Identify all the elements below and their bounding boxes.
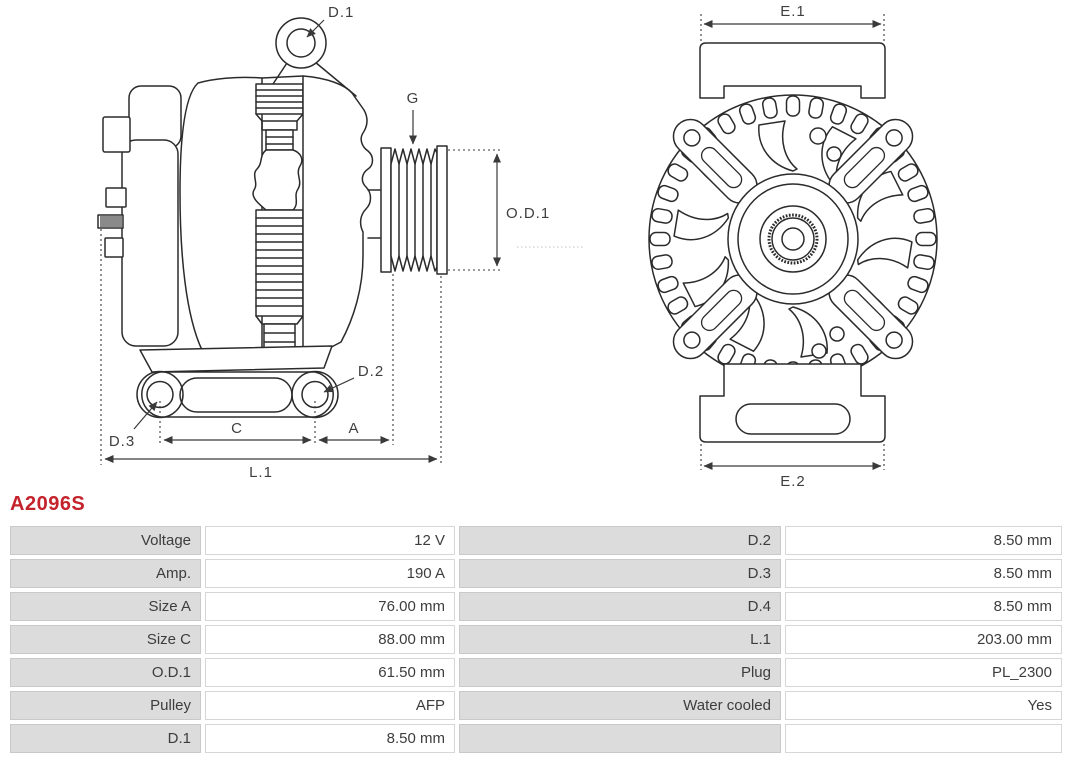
spec-value: 8.50 mm — [205, 724, 455, 753]
spec-label: D.1 — [10, 724, 201, 753]
spec-value: 203.00 mm — [785, 625, 1062, 654]
label-d2: D.2 — [358, 363, 384, 380]
spec-label: L.1 — [459, 625, 781, 654]
spec-label: Pulley — [10, 691, 201, 720]
spec-value: 8.50 mm — [785, 526, 1062, 555]
spec-table: Voltage 12 V D.2 8.50 mm Amp. 190 A D.3 … — [10, 526, 1062, 753]
spec-value: PL_2300 — [785, 658, 1062, 687]
alternator-side-view: D.1 G O.D.1 D.3 D.2 C A L.1 — [97, 4, 584, 481]
spec-label: O.D.1 — [10, 658, 201, 687]
spec-label: D.2 — [459, 526, 781, 555]
spec-label: Amp. — [10, 559, 201, 588]
spec-value: Yes — [785, 691, 1062, 720]
alternator-front-view: E.1 — [648, 3, 938, 490]
spec-value — [785, 724, 1062, 753]
spec-value: 8.50 mm — [785, 592, 1062, 621]
spec-value: 12 V — [205, 526, 455, 555]
spec-label — [459, 724, 781, 753]
spec-label: Water cooled — [459, 691, 781, 720]
label-od1: O.D.1 — [506, 205, 550, 222]
label-a: A — [348, 420, 359, 437]
spec-value: 8.50 mm — [785, 559, 1062, 588]
label-e2: E.2 — [780, 473, 806, 490]
technical-drawing: D.1 G O.D.1 D.3 D.2 C A L.1 E.1 — [97, 3, 938, 490]
spec-label: D.3 — [459, 559, 781, 588]
spec-label: Size C — [10, 625, 201, 654]
label-g: G — [407, 90, 420, 107]
spec-label: D.4 — [459, 592, 781, 621]
label-e1: E.1 — [780, 3, 806, 20]
label-l1: L.1 — [249, 464, 273, 481]
spec-label: Voltage — [10, 526, 201, 555]
part-number: A2096S — [10, 493, 86, 515]
spec-value: 88.00 mm — [205, 625, 455, 654]
spec-label: Plug — [459, 658, 781, 687]
spec-label: Size A — [10, 592, 201, 621]
label-c: C — [231, 420, 243, 437]
spec-value: AFP — [205, 691, 455, 720]
spec-value: 76.00 mm — [205, 592, 455, 621]
label-d1: D.1 — [328, 4, 354, 21]
spec-value: 61.50 mm — [205, 658, 455, 687]
spec-value: 190 A — [205, 559, 455, 588]
label-d3: D.3 — [109, 433, 135, 450]
